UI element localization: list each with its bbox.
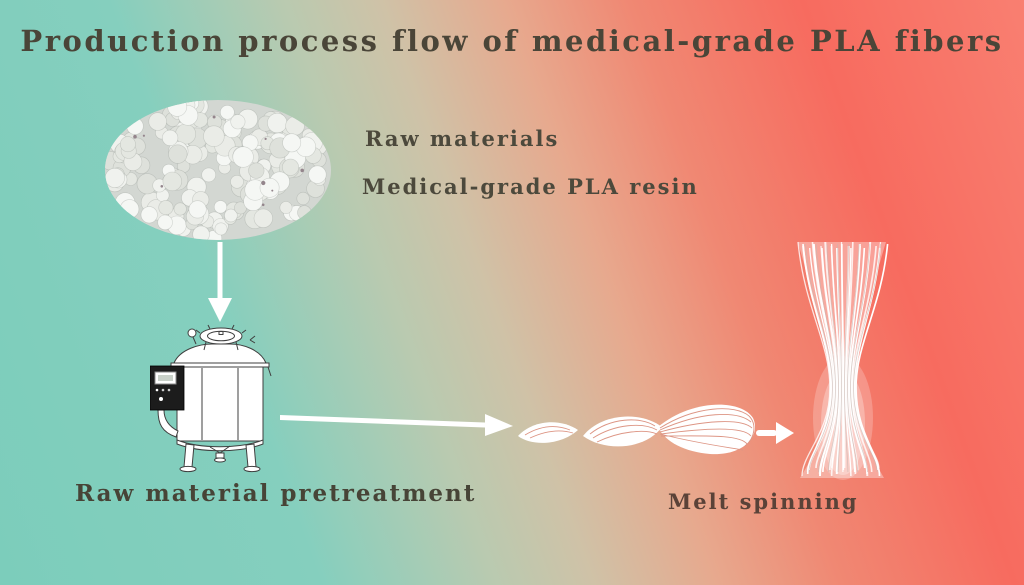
pla-resin-sublabel: Medical-grade PLA resin — [362, 174, 699, 199]
raw-materials-label: Raw materials — [365, 126, 560, 151]
pla-resin-pellets-image — [105, 100, 331, 240]
small-right-arrow-icon — [756, 422, 794, 444]
melt-spinning-label: Melt spinning — [668, 489, 859, 514]
melt-spinning-fibers-illustration — [518, 404, 756, 455]
pla-fiber-bundle-illustration — [797, 241, 889, 480]
fiber-strands-layer — [797, 241, 889, 477]
right-arrow-icon — [280, 414, 513, 436]
pretreatment-tank-illustration — [150, 324, 272, 473]
tank-control-panel — [150, 365, 185, 411]
pretreatment-label: Raw material pretreatment — [75, 480, 477, 507]
down-arrow-icon — [208, 242, 232, 322]
page-title: Production process flow of medical-grade… — [20, 24, 1004, 58]
